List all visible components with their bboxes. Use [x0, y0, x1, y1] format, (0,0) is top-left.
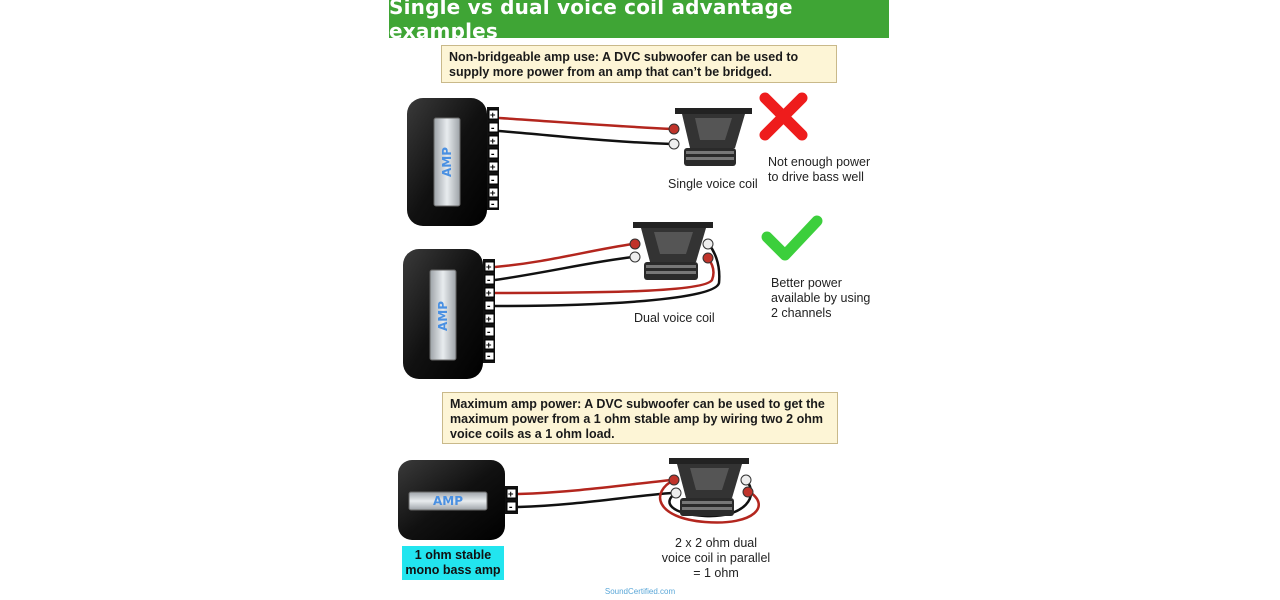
note-non-bridgeable: Non-bridgeable amp use: A DVC subwoofer …	[441, 45, 837, 83]
amp-1-terminals: + - + - + - + -	[487, 107, 499, 210]
caption-dual-voice-coil: Dual voice coil	[634, 311, 715, 325]
wire-dvc-ch1-positive	[494, 242, 634, 269]
cross-icon	[759, 92, 808, 141]
amp-2-label: AMP	[436, 301, 450, 331]
svg-text:+: +	[486, 289, 492, 299]
svg-text:+: +	[486, 263, 492, 273]
wire-svc-positive	[498, 116, 673, 131]
amp-1-label: AMP	[440, 147, 454, 177]
result-better-power: Better power available by using 2 channe…	[771, 276, 871, 320]
amp-2: AMP + - + - + - + -	[403, 249, 495, 379]
caption-single-voice-coil: Single voice coil	[668, 177, 758, 191]
wire-svc-negative	[498, 129, 673, 146]
check-icon	[761, 215, 823, 261]
svg-text:-: -	[486, 352, 491, 362]
svg-text:+: +	[490, 111, 496, 121]
svg-text:-: -	[490, 150, 495, 160]
svg-text:-: -	[486, 302, 491, 312]
amp-1: AMP + - + - + - + -	[407, 98, 499, 226]
amp-3-mono: AMP + -	[398, 460, 518, 540]
footer-credit: SoundCertified.com	[604, 587, 676, 596]
wire-dvc-ch2-positive	[494, 257, 715, 295]
wire-mono-positive	[517, 478, 673, 496]
svg-text:+: +	[490, 163, 496, 173]
svg-text:-: -	[508, 503, 513, 513]
svg-text:-: -	[490, 200, 495, 210]
result-not-enough-power: Not enough power to drive bass well	[768, 155, 871, 184]
wire-dvc-ch1-negative	[494, 255, 634, 282]
caption-parallel-dvc: 2 x 2 ohm dual voice coil in parallel = …	[661, 536, 771, 580]
svg-text:+: +	[490, 189, 496, 199]
amp-3-label: AMP	[433, 494, 463, 508]
note-maximum-power: Maximum amp power: A DVC subwoofer can b…	[442, 392, 838, 444]
svg-text:-: -	[486, 276, 491, 286]
subwoofer-dual-voice-coil	[629, 222, 714, 280]
svg-text:-: -	[490, 176, 495, 186]
svg-text:+: +	[508, 490, 514, 500]
amp-2-terminals: + - + - + - + -	[483, 259, 495, 363]
wire-dvc-ch2-negative	[494, 243, 721, 308]
svg-text:+: +	[486, 341, 492, 351]
wire-mono-negative	[517, 491, 673, 509]
amp-tag-1-ohm-stable: 1 ohm stable mono bass amp	[402, 546, 504, 580]
wire-parallel-positive	[658, 478, 760, 524]
svg-text:+: +	[490, 137, 496, 147]
svg-text:-: -	[490, 124, 495, 134]
amp-3-terminals: + -	[505, 486, 518, 514]
page-title: Single vs dual voice coil advantage exam…	[389, 0, 889, 43]
svg-text:-: -	[486, 328, 491, 338]
subwoofer-parallel-dvc	[668, 458, 754, 516]
subwoofer-single-voice-coil	[668, 108, 752, 166]
svg-text:+: +	[486, 315, 492, 325]
